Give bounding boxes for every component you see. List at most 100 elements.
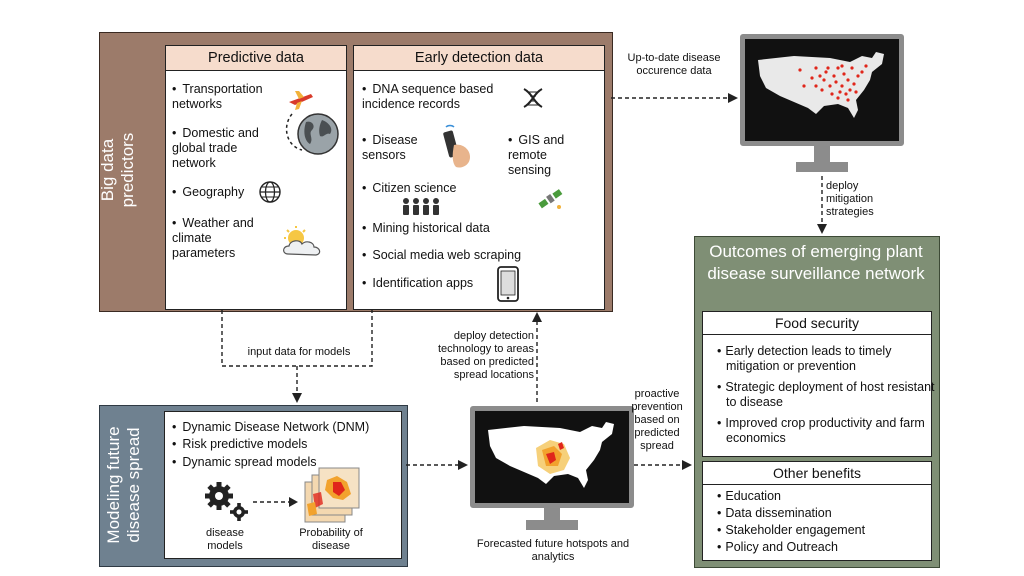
early-detection-title: Early detection data	[354, 46, 604, 71]
proactive-label: proactive prevention based on predicted …	[631, 388, 683, 452]
outcomes-title: Outcomes of emerging plant disease surve…	[707, 242, 925, 283]
prob-caption: Probability of disease	[299, 527, 363, 552]
modeling-item-risk: Risk predictive models	[172, 437, 398, 452]
predictive-item-trade: Domestic and global trade network	[172, 126, 282, 171]
other-item-stakeholder: Stakeholder engagement	[712, 523, 938, 538]
input-data-label: input data for models	[247, 346, 351, 358]
sensor-icon	[443, 124, 470, 168]
occurrence-dot	[860, 70, 864, 74]
gears-icon	[205, 482, 248, 521]
other-item-stakeholder-label: Stakeholder engagement	[725, 523, 866, 537]
occurrence-dot	[854, 90, 858, 94]
dashed-arrow-gears-to-prob	[253, 497, 298, 507]
modeling-item-risk-label: Risk predictive models	[182, 437, 308, 451]
occurrence-dot	[824, 70, 828, 74]
people-icon	[403, 198, 439, 215]
satellite-icon	[538, 189, 563, 209]
occurrence-dot	[802, 84, 806, 88]
predictive-item-trade-label: Domestic and global trade network	[172, 126, 259, 170]
occurrence-dot	[838, 90, 842, 94]
occurrence-dot	[826, 66, 830, 70]
other-benefits-title: Other benefits	[703, 462, 931, 485]
occurrence-dot	[832, 74, 836, 78]
other-item-dissemination-label: Data dissemination	[725, 506, 832, 520]
up-to-date-label: Up-to-date disease occurence data	[627, 52, 721, 77]
early-item-gis-label: GIS and remote sensing	[508, 133, 565, 177]
predictive-item-transport: Transportation networks	[172, 82, 282, 112]
other-item-dissemination: Data dissemination	[712, 506, 938, 521]
other-item-education-label: Education	[725, 489, 781, 503]
occurrence-dot	[846, 78, 850, 82]
food-item-strategic: Strategic deployment of host resistant t…	[712, 380, 938, 409]
occurrence-dot	[814, 84, 818, 88]
occurrence-dot	[814, 66, 818, 70]
other-item-policy: Policy and Outreach	[712, 540, 938, 555]
food-item-strategic-label: Strategic deployment of host resistant t…	[725, 380, 935, 409]
occurrence-dot	[850, 66, 854, 70]
forecast-monitor-stand	[526, 506, 578, 530]
forecast-caption: Forecasted future hotspots and analytics	[476, 538, 630, 563]
other-item-policy-label: Policy and Outreach	[725, 540, 838, 554]
early-item-citizen-label: Citizen science	[372, 181, 457, 195]
occurrence-dot	[840, 84, 844, 88]
occurrence-dot	[842, 72, 846, 76]
sun-cloud-icon	[283, 226, 321, 256]
early-item-sensors: Disease sensors	[362, 133, 442, 163]
predictive-item-geography: Geography	[172, 185, 272, 200]
occurrence-dot	[834, 80, 838, 84]
predictive-data-title: Predictive data	[166, 46, 346, 71]
early-item-apps-label: Identification apps	[372, 276, 474, 290]
other-item-education: Education	[712, 489, 938, 504]
food-item-early-label: Early detection leads to timely mitigati…	[725, 344, 892, 373]
occurrence-monitor-stand	[796, 146, 848, 172]
heatmap-stack-icon	[304, 467, 360, 523]
occurrence-dot	[798, 68, 802, 72]
occurrence-dot	[840, 64, 844, 68]
early-item-sensors-label: Disease sensors	[362, 133, 418, 162]
occurrence-dot	[828, 84, 832, 88]
occurrence-dot	[830, 92, 834, 96]
early-item-social: Social media web scraping	[362, 248, 562, 263]
dna-icon	[523, 88, 543, 108]
occurrence-dot	[810, 76, 814, 80]
occurrence-dot	[836, 96, 840, 100]
occurrence-dot	[844, 92, 848, 96]
occurrence-dot	[822, 78, 826, 82]
predictive-item-weather-label: Weather and climate parameters	[172, 216, 254, 260]
modeling-item-dnm: Dynamic Disease Network (DNM)	[172, 420, 398, 435]
occurrence-dot	[820, 88, 824, 92]
occurrence-dot	[852, 82, 856, 86]
deploy-detection-label: deploy detection technology to areas bas…	[437, 330, 534, 381]
early-item-apps: Identification apps	[362, 276, 502, 291]
food-item-early: Early detection leads to timely mitigati…	[712, 344, 938, 373]
usa-forecast-map	[488, 422, 614, 488]
early-item-mining-label: Mining historical data	[372, 221, 490, 235]
wireframe-globe-icon	[259, 181, 281, 203]
modeling-item-dnm-label: Dynamic Disease Network (DNM)	[182, 420, 370, 434]
early-item-gis: GIS and remote sensing	[508, 133, 583, 178]
predictive-item-transport-label: Transportation networks	[172, 82, 263, 111]
early-item-dna: DNA sequence based incidence records	[362, 82, 512, 112]
smartphone-icon	[497, 266, 519, 302]
occurrence-dot	[856, 74, 860, 78]
early-item-mining: Mining historical data	[362, 221, 532, 236]
modeling-panel	[164, 411, 402, 559]
airplane-icon	[289, 91, 313, 110]
predictive-item-weather: Weather and climate parameters	[172, 216, 272, 261]
globe-icon	[285, 113, 339, 155]
early-item-dna-label: DNA sequence based incidence records	[362, 82, 494, 111]
occurrence-dot	[848, 88, 852, 92]
predictive-item-geography-label: Geography	[182, 185, 245, 199]
occurrence-dot	[836, 66, 840, 70]
early-item-citizen: Citizen science	[362, 181, 492, 196]
deploy-mitigation-label: deploy mitigation strategies	[826, 180, 874, 218]
food-item-improved-label: Improved crop productivity and farm econ…	[725, 416, 925, 445]
occurrence-dot	[846, 98, 850, 102]
usa-occurrence-map	[758, 52, 884, 118]
modeling-item-dynamic-label: Dynamic spread models	[182, 455, 317, 469]
modeling-item-dynamic: Dynamic spread models	[172, 455, 398, 470]
gears-caption: disease models	[206, 527, 244, 552]
occurrence-dot	[818, 74, 822, 78]
occurrence-dot	[864, 64, 868, 68]
